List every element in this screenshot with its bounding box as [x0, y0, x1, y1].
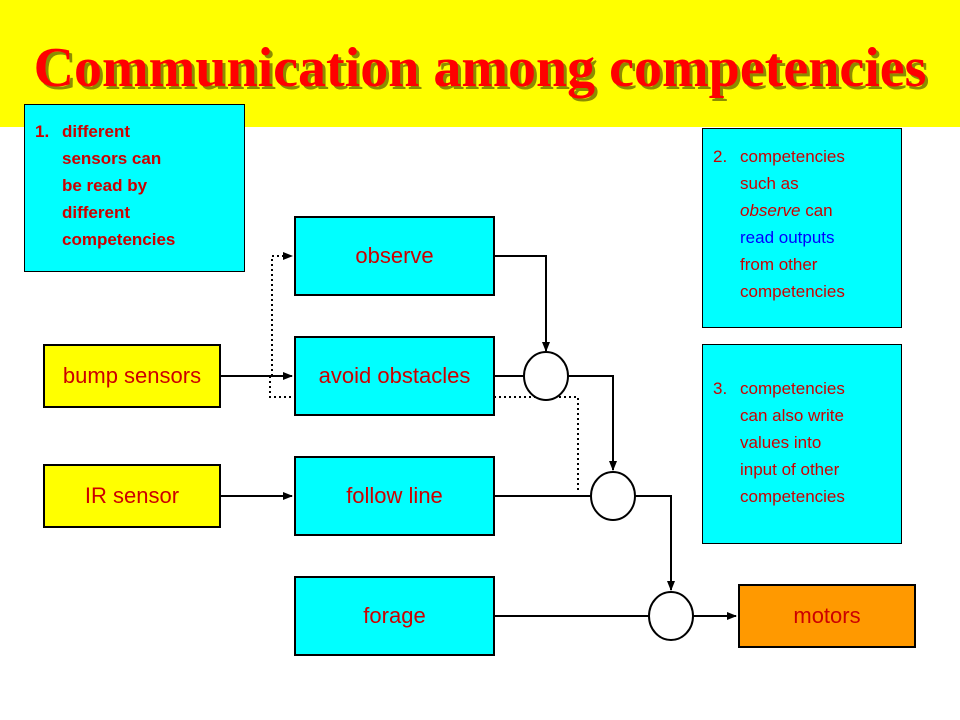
note-1-line: competencies: [62, 230, 176, 249]
note-3: 3. competencies can also write values in…: [702, 344, 902, 544]
note-3-line: can also write: [740, 406, 844, 425]
note-2-line: from other: [740, 255, 818, 274]
suppression-node-1: [523, 351, 569, 401]
note-2-line: such as: [740, 174, 799, 193]
slide-title: Communication among competencies: [33, 37, 927, 99]
motors-label: motors: [793, 603, 861, 628]
observe-label: observe: [355, 243, 434, 268]
observe-box: observe: [294, 216, 495, 296]
forage-label: forage: [363, 603, 426, 628]
wire-bump-to-observe-dotted: [271, 252, 293, 376]
note-3-line: input of other: [740, 460, 840, 479]
suppression-node-2: [590, 471, 636, 521]
note-3-line: competencies: [740, 379, 845, 398]
follow-line-box: follow line: [294, 456, 495, 536]
suppression-node-3: [648, 591, 694, 641]
note-1-number: 1.: [35, 122, 50, 141]
note-1-line: different: [62, 122, 130, 141]
bump-sensors-box: bump sensors: [43, 344, 221, 408]
ir-sensor-box: IR sensor: [43, 464, 221, 528]
note-1-line: sensors can: [62, 149, 162, 168]
motors-box: motors: [738, 584, 916, 648]
note-2-line: competencies: [740, 147, 845, 166]
note-2-number: 2.: [713, 147, 728, 166]
note-2-highlight-read-outputs: read outputs: [740, 228, 835, 247]
avoid-obstacles-box: avoid obstacles: [294, 336, 495, 416]
note-2: 2. competencies such as observe can read…: [702, 128, 902, 328]
wire-node1-to-node2: [568, 375, 617, 471]
note-3-line: values into: [740, 433, 822, 452]
wire-observe-to-node1: [495, 255, 550, 352]
forage-box: forage: [294, 576, 495, 656]
bump-sensors-label: bump sensors: [62, 363, 202, 388]
note-3-line: competencies: [740, 487, 845, 506]
wire-node2-to-node3: [635, 495, 675, 591]
note-2-emphasis-observe: observe: [740, 201, 801, 220]
note-1-line: different: [62, 203, 130, 222]
note-1: 1. different sensors can be read by diff…: [24, 104, 245, 272]
ir-sensor-label: IR sensor: [84, 483, 180, 508]
note-1-line: be read by: [62, 176, 148, 195]
note-2-line: can: [800, 201, 833, 220]
note-2-line: competencies: [740, 282, 845, 301]
note-3-number: 3.: [713, 379, 728, 398]
follow-line-label: follow line: [346, 483, 443, 508]
avoid-obstacles-label: avoid obstacles: [318, 363, 471, 388]
